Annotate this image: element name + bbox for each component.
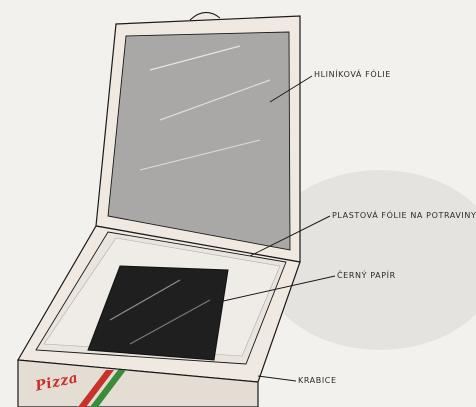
- label-aluminium-foil: HLINÍKOVÁ FÓLIE: [314, 70, 391, 79]
- label-plastic-wrap: PLASTOVÁ FÓLIE NA POTRAVINY: [332, 211, 476, 220]
- label-black-paper: ČERNÝ PAPÍR: [337, 271, 396, 280]
- lid-tab: [190, 12, 220, 20]
- aluminium-foil: [108, 32, 290, 250]
- label-box: KRABICE: [298, 376, 337, 385]
- leader-line-box: [258, 376, 296, 381]
